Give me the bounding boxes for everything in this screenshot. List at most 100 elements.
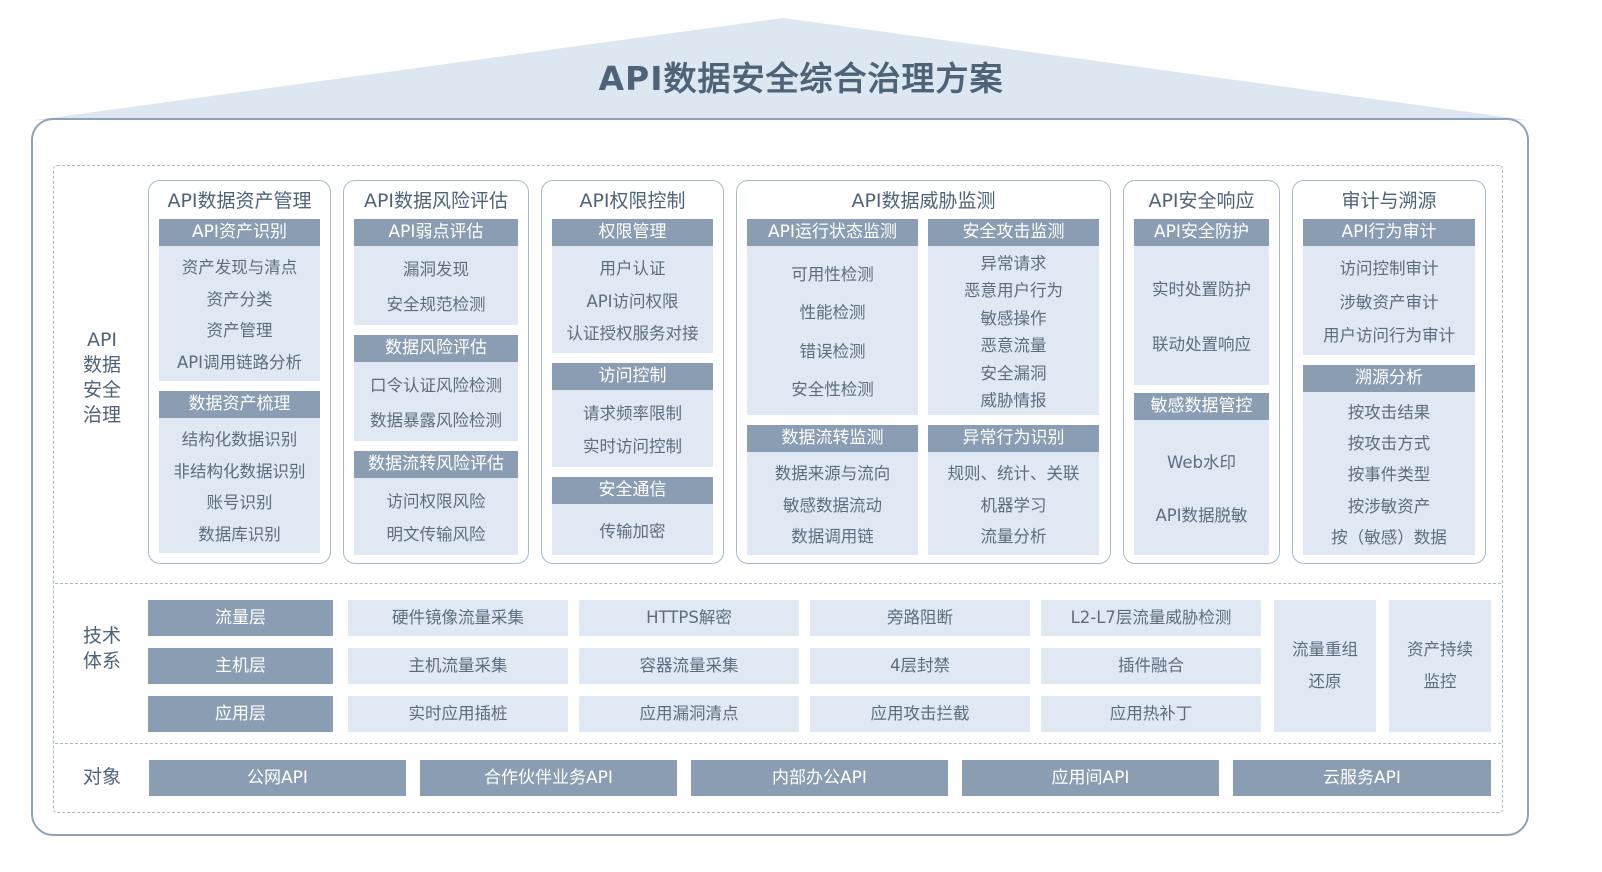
item: 资产分类 [206, 289, 273, 309]
item: 用户认证 [599, 258, 666, 278]
tech-side-traffic-reassembly: 流量重组还原 [1274, 600, 1376, 732]
item: 按攻击结果 [1347, 403, 1431, 423]
item: API调用链路分析 [176, 353, 303, 373]
column-title: API数据资产管理 [167, 190, 312, 212]
divider-governance-tech [55, 583, 1501, 584]
item: 按（敏感）数据 [1331, 527, 1447, 547]
section-header: 数据流转监测 [747, 425, 918, 452]
item: 访问控制审计 [1339, 259, 1439, 279]
section-header: 数据流转风险评估 [354, 451, 518, 478]
row-label-objects: 对象 [62, 765, 142, 790]
section-header: API安全防护 [1134, 219, 1269, 246]
row-label-tech: 技术 体系 [62, 624, 142, 674]
tech-side-asset-monitoring: 资产持续监控 [1389, 600, 1491, 732]
section-header: 敏感数据管控 [1134, 393, 1269, 420]
tech-cell: 应用攻击拦截 [810, 696, 1030, 732]
tech-cell: 应用热补丁 [1041, 696, 1261, 732]
item: 错误检测 [799, 341, 866, 361]
item: 访问权限风险 [386, 491, 486, 511]
column-title: API安全响应 [1148, 190, 1255, 212]
section-tracing-analysis: 溯源分析 按攻击结果 按攻击方式 按事件类型 按涉敏资产 按（敏感）数据 [1303, 365, 1475, 555]
item: 明文传输风险 [386, 525, 486, 545]
tech-side-text: 流量重组还原 [1292, 640, 1358, 691]
column-access-control: API权限控制 权限管理 用户认证 API访问权限 认证授权服务对接 访问控制 … [541, 180, 724, 564]
section-attack-monitoring: 安全攻击监测 异常请求 恶意用户行为 敏感操作 恶意流量 安全漏洞 威胁情报 [928, 219, 1099, 415]
item: 性能检测 [799, 303, 866, 323]
item: 可用性检测 [791, 264, 874, 284]
column-audit-tracing: 审计与溯源 API行为审计 访问控制审计 涉敏资产审计 用户访问行为审计 溯源分… [1292, 180, 1486, 564]
tech-cell: 应用漏洞清点 [579, 696, 799, 732]
tech-cell: 硬件镜像流量采集 [348, 600, 568, 636]
section-header: API弱点评估 [354, 219, 518, 246]
section-header: 安全攻击监测 [928, 219, 1099, 246]
item: Web水印 [1167, 453, 1236, 472]
layer-label-host: 主机层 [148, 648, 333, 684]
row-label-objects-text: 对象 [82, 766, 121, 788]
item: 威胁情报 [980, 391, 1047, 411]
section-header: 权限管理 [552, 219, 713, 246]
column-title: 审计与溯源 [1341, 190, 1437, 212]
item: 规则、统计、关联 [947, 463, 1080, 483]
section-data-risk-assessment: 数据风险评估 口令认证风险检测 数据暴露风险检测 [354, 335, 518, 441]
item: 资产管理 [206, 321, 273, 341]
item: API访问权限 [586, 291, 679, 311]
item: 认证授权服务对接 [566, 324, 699, 344]
item: 恶意流量 [980, 336, 1047, 356]
divider-tech-objects [55, 743, 1501, 744]
item: 资产发现与清点 [181, 257, 298, 277]
section-api-security-protection: API安全防护 实时处置防护 联动处置响应 [1134, 219, 1269, 385]
item: 数据来源与流向 [774, 463, 891, 483]
roof-shape [35, 18, 1527, 120]
item: 请求频率限制 [583, 403, 682, 423]
tech-cell: 插件融合 [1041, 648, 1261, 684]
tech-cell: HTTPS解密 [579, 600, 799, 636]
section-data-flow-monitoring: 数据流转监测 数据来源与流向 敏感数据流动 数据调用链 [747, 425, 918, 555]
section-header: 数据资产梳理 [159, 391, 320, 418]
section-header: 溯源分析 [1303, 365, 1475, 392]
section-header: 访问控制 [552, 363, 713, 390]
section-header: 数据风险评估 [354, 335, 518, 362]
section-data-flow-risk-assessment: 数据流转风险评估 访问权限风险 明文传输风险 [354, 451, 518, 555]
row-label-governance: API 数据 安全 治理 [62, 328, 142, 428]
item: 联动处置响应 [1152, 334, 1251, 354]
section-header: API资产识别 [159, 219, 320, 246]
layer-label-application: 应用层 [148, 696, 333, 732]
object-cloud-api: 云服务API [1233, 760, 1491, 796]
item: 传输加密 [599, 521, 666, 541]
item: 流量分析 [980, 527, 1047, 547]
object-inter-app-api: 应用间API [962, 760, 1219, 796]
column-title: API权限控制 [579, 190, 686, 212]
section-api-weakness-assessment: API弱点评估 漏洞发现 安全规范检测 [354, 219, 518, 325]
column-threat-monitoring: API数据威胁监测 API运行状态监测 可用性检测 性能检测 错误检测 安全性检… [736, 180, 1111, 564]
section-visit-control: 访问控制 请求频率限制 实时访问控制 [552, 363, 713, 467]
item: 安全规范检测 [386, 294, 486, 314]
tech-cell: 旁路阻断 [810, 600, 1030, 636]
object-internal-api: 内部办公API [691, 760, 948, 796]
section-data-asset-sorting: 数据资产梳理 结构化数据识别 非结构化数据识别 账号识别 数据库识别 [159, 391, 320, 553]
inner-dashed-frame [53, 165, 1503, 813]
section-header: 异常行为识别 [928, 425, 1099, 452]
section-secure-communication: 安全通信 传输加密 [552, 477, 713, 555]
item: 敏感操作 [980, 308, 1047, 328]
item: 数据调用链 [791, 527, 874, 547]
row-label-governance-text: API 数据 安全 治理 [82, 329, 121, 426]
column-title: API数据风险评估 [363, 190, 509, 212]
item: 口令认证风险检测 [370, 376, 502, 396]
column-asset-management: API数据资产管理 API资产识别 资产发现与清点 资产分类 资产管理 API调… [148, 180, 331, 564]
item: 结构化数据识别 [181, 429, 298, 449]
item: 按事件类型 [1347, 465, 1431, 485]
section-api-asset-identification: API资产识别 资产发现与清点 资产分类 资产管理 API调用链路分析 [159, 219, 320, 381]
item: 异常请求 [980, 253, 1047, 273]
item: 按攻击方式 [1347, 434, 1431, 454]
section-sensitive-data-control: 敏感数据管控 Web水印 API数据脱敏 [1134, 393, 1269, 555]
section-api-behavior-audit: API行为审计 访问控制审计 涉敏资产审计 用户访问行为审计 [1303, 219, 1475, 355]
item: 漏洞发现 [403, 260, 469, 280]
item: 机器学习 [980, 495, 1047, 515]
tech-cell: 4层封禁 [810, 648, 1030, 684]
item: 账号识别 [206, 493, 273, 513]
column-risk-assessment: API数据风险评估 API弱点评估 漏洞发现 安全规范检测 数据风险评估 口令认… [343, 180, 529, 564]
object-public-api: 公网API [149, 760, 406, 796]
item: 数据库识别 [198, 525, 281, 545]
item: 非结构化数据识别 [173, 461, 306, 481]
column-security-response: API安全响应 API安全防护 实时处置防护 联动处置响应 敏感数据管控 Web… [1123, 180, 1280, 564]
